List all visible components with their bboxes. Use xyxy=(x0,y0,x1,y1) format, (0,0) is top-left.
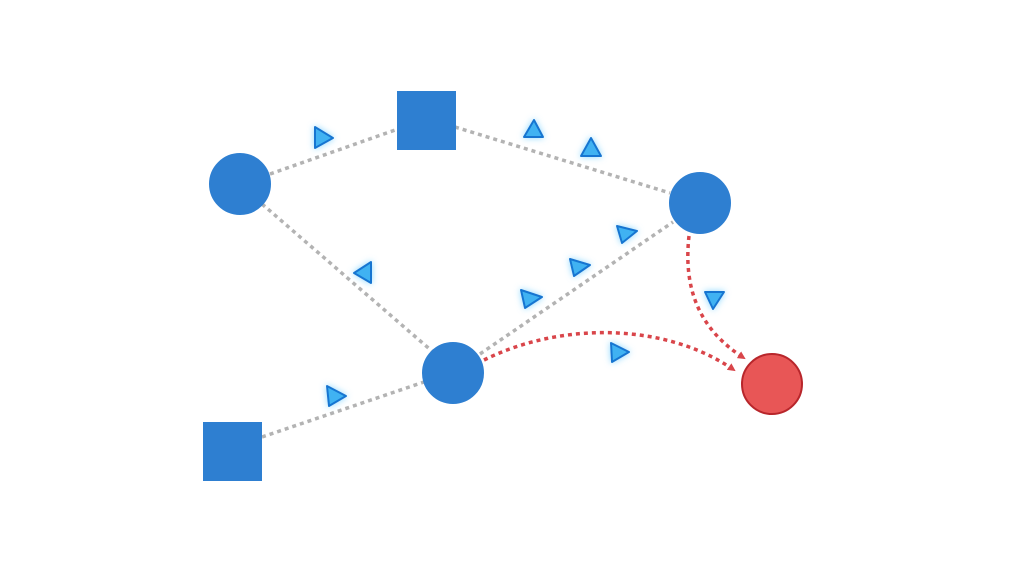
edge-switch-top-router-right xyxy=(454,125,671,195)
edge-router-left-router-center xyxy=(260,202,435,354)
edge-router-right-target xyxy=(686,235,746,360)
edge-router-left-switch-top xyxy=(269,127,399,176)
packet-triangle-icon xyxy=(353,261,372,284)
packet-triangle-icon xyxy=(520,289,543,309)
edge-router-center-target xyxy=(483,330,736,372)
packet-triangle-icon xyxy=(704,291,725,310)
router-node-center xyxy=(422,342,484,404)
packet-triangle-icon xyxy=(523,119,544,138)
packet-triangle-icon xyxy=(580,137,602,157)
edge-switch-bottom-router-center xyxy=(261,380,425,439)
data-packets xyxy=(314,119,725,407)
target-node xyxy=(741,353,803,415)
edge-router-center-router-right xyxy=(479,220,674,356)
router-node-right xyxy=(669,172,731,234)
packet-triangle-icon xyxy=(326,385,347,407)
router-node-left xyxy=(209,153,271,215)
packet-triangle-icon xyxy=(616,225,638,244)
switch-node-bottom xyxy=(203,422,262,481)
switch-node-top xyxy=(397,91,456,150)
packet-triangle-icon xyxy=(314,126,334,149)
packet-triangle-icon xyxy=(569,258,591,277)
packet-triangle-icon xyxy=(610,342,630,363)
edges xyxy=(260,125,746,439)
nodes xyxy=(203,91,803,481)
